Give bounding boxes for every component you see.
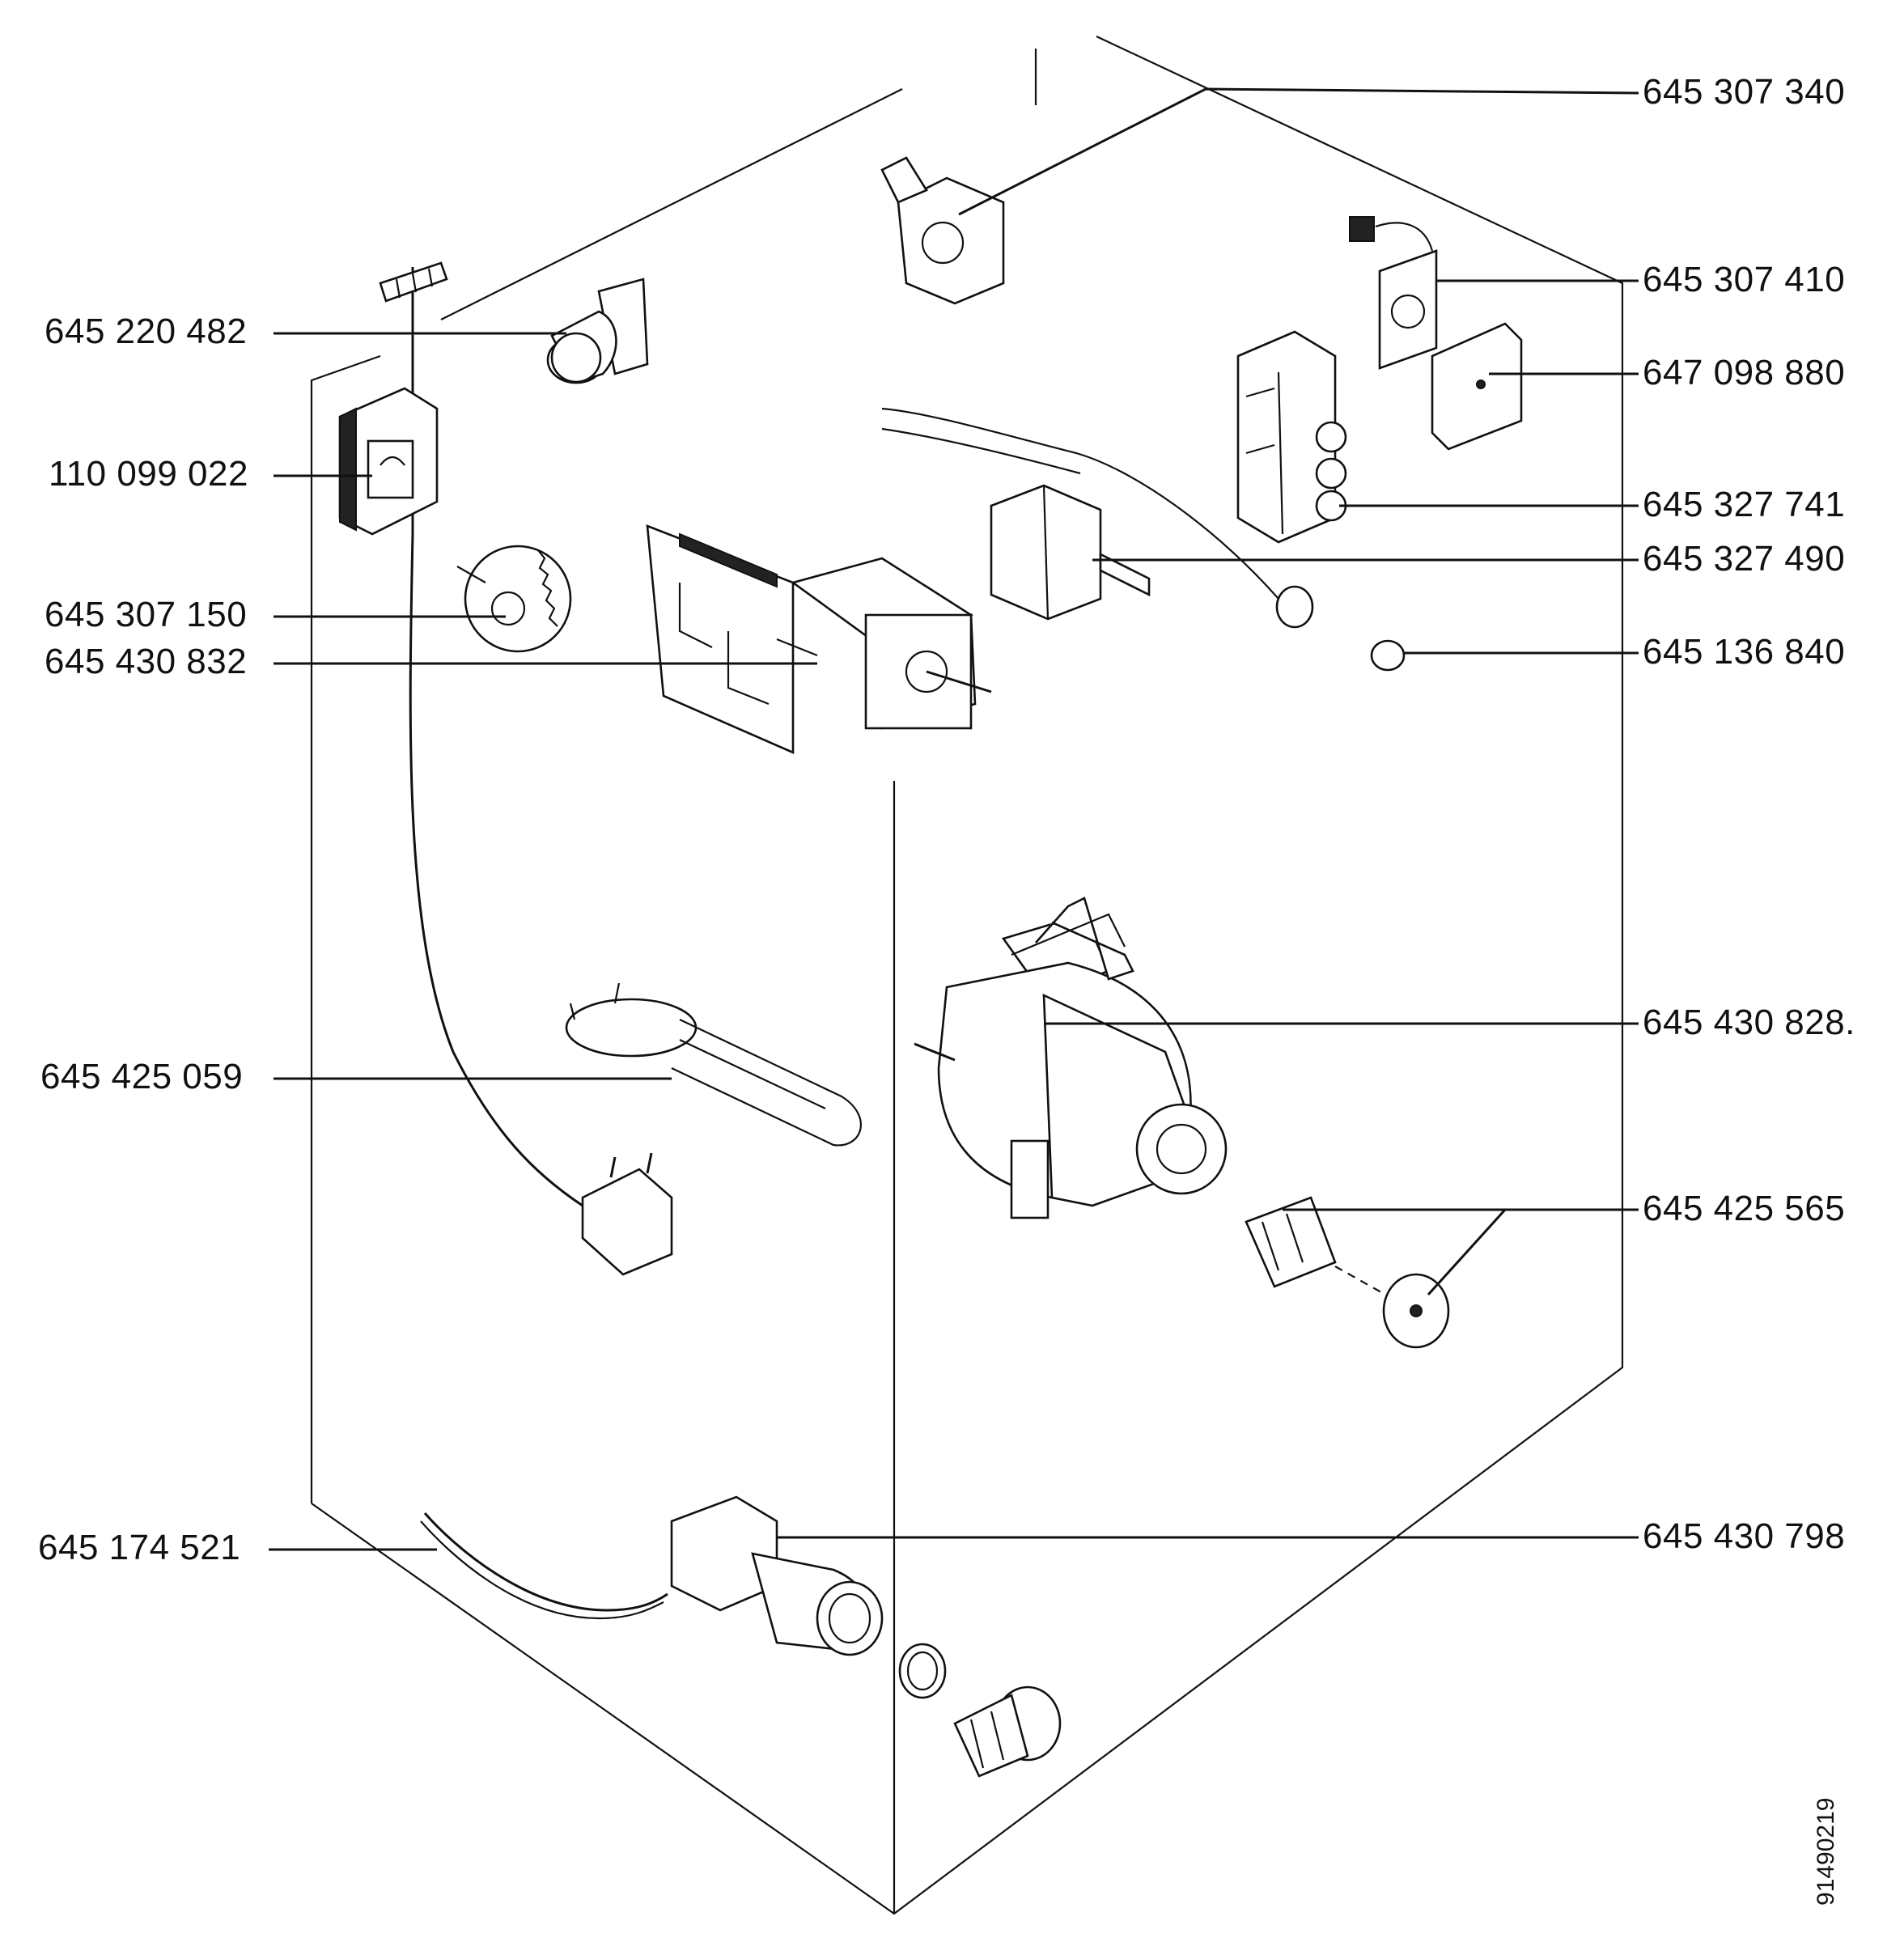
seal-ring <box>1275 585 1314 629</box>
callout-645-327-490: 645 327 490 <box>1643 539 1846 579</box>
mounting-bracket <box>1431 322 1523 451</box>
pump-seal <box>898 1643 947 1699</box>
mains-plug <box>581 1152 673 1276</box>
callout-645-425-059: 645 425 059 <box>40 1057 244 1096</box>
drive-belt <box>1035 897 1134 981</box>
heating-element <box>565 982 862 1147</box>
callout-645-430-828: 645 430 828. <box>1643 1003 1855 1042</box>
cabinet-outline <box>310 36 1624 1915</box>
pressure-switch <box>880 156 1005 305</box>
door-lock <box>1349 216 1438 370</box>
capillary-tube <box>881 407 1279 600</box>
drive-motor <box>914 913 1228 1219</box>
callout-645-430-832: 645 430 832 <box>45 642 248 681</box>
carbon-brush <box>1245 1196 1337 1288</box>
temperature-selector <box>990 484 1151 621</box>
callout-645-307-410: 645 307 410 <box>1643 260 1846 299</box>
callout-110-099-022: 110 099 022 <box>49 454 248 494</box>
callout-645-327-741: 645 327 741 <box>1643 485 1846 524</box>
indicator-lamp <box>546 278 649 384</box>
leader-lines <box>269 87 1639 1551</box>
main-switch <box>338 387 439 536</box>
washer-disc <box>1382 1273 1450 1349</box>
terminal-block <box>379 261 448 303</box>
pushbutton-switch <box>1236 330 1347 544</box>
programme-timer <box>646 524 992 754</box>
callout-647-098-880: 647 098 880 <box>1643 353 1846 392</box>
callout-645-174-521: 645 174 521 <box>38 1528 241 1567</box>
mains-cable <box>409 267 583 1207</box>
grommet <box>1370 639 1406 672</box>
callout-645-220-482: 645 220 482 <box>45 312 248 351</box>
program-knob <box>456 545 572 653</box>
callout-645-136-840: 645 136 840 <box>1643 632 1846 672</box>
callout-645-430-798: 645 430 798 <box>1643 1516 1846 1556</box>
callout-645-307-150: 645 307 150 <box>45 595 248 634</box>
drain-hose <box>423 1512 668 1612</box>
document-number: 91490219 <box>1813 1797 1839 1906</box>
pump-filter <box>953 1685 1062 1778</box>
callout-645-425-565: 645 425 565 <box>1643 1189 1846 1228</box>
callout-645-307-340: 645 307 340 <box>1643 72 1846 112</box>
drain-pump <box>670 1495 884 1656</box>
